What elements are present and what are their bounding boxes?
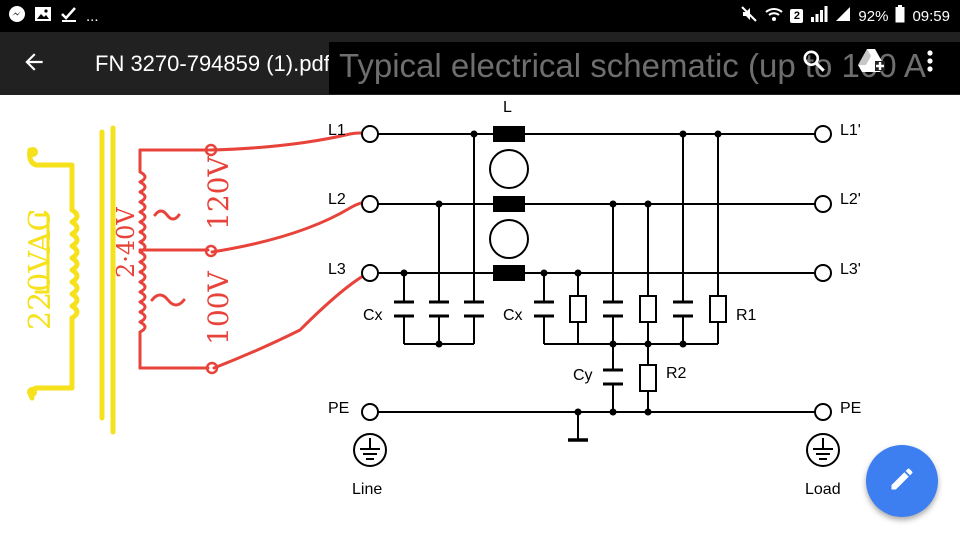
- search-button[interactable]: [794, 44, 834, 84]
- signal-icon-2: [835, 6, 851, 26]
- handwritten-120v-label: 120V: [202, 156, 235, 230]
- label-cx-right: Cx: [503, 307, 523, 324]
- pencil-icon: [888, 465, 916, 498]
- add-to-drive-button[interactable]: [852, 44, 892, 84]
- wifi-icon: [765, 5, 784, 27]
- more-notifications: ...: [86, 7, 99, 25]
- search-icon: [801, 48, 827, 79]
- arrow-left-icon: [21, 49, 47, 80]
- back-button[interactable]: [14, 44, 54, 84]
- app-bar-actions: [794, 32, 950, 95]
- overflow-menu-button[interactable]: [910, 44, 950, 84]
- document-heading-band: Typical electrical schematic (up to 100 …: [329, 42, 960, 94]
- label-inductor: L: [503, 99, 512, 116]
- signal-icon: [810, 6, 828, 26]
- pdf-page-viewport[interactable]: 220VAC 120V 100V 2·40V: [0, 95, 960, 540]
- status-bar: ... 2 92% 09:59: [0, 0, 960, 32]
- document-title: FN 3270-794859 (1).pdf: [95, 51, 330, 76]
- label-l3: L3: [328, 261, 346, 278]
- label-r1: R1: [736, 307, 757, 324]
- label-cx-left: Cx: [363, 307, 383, 324]
- schematic-drawing: 220VAC 120V 100V 2·40V: [23, 99, 861, 498]
- label-pe-left: PE: [328, 400, 349, 417]
- battery-percent: 92%: [858, 7, 889, 25]
- handwritten-primary-label: 220VAC: [23, 208, 58, 330]
- label-r2: R2: [666, 365, 687, 382]
- label-l1-prime: L1': [840, 122, 861, 139]
- label-l3-prime: L3': [840, 261, 861, 278]
- label-line: Line: [352, 481, 382, 498]
- document-heading: Typical electrical schematic (up to 100 …: [339, 47, 926, 84]
- handwritten-annotations: 220VAC 120V 100V 2·40V: [23, 125, 372, 435]
- battery-icon: [895, 5, 905, 27]
- filter-schematic: [353, 125, 840, 467]
- handwritten-tap-label: 2·40V: [112, 207, 140, 278]
- task-done-icon: [60, 6, 78, 26]
- label-l1: L1: [328, 122, 346, 139]
- label-cy: Cy: [573, 367, 593, 384]
- mute-icon: [740, 5, 758, 27]
- label-load: Load: [805, 481, 841, 498]
- sim-slot-badge: 2: [790, 9, 804, 23]
- more-vert-icon: [926, 49, 934, 78]
- drive-add-icon: [857, 47, 887, 80]
- handwritten-100v-label: 100V: [202, 271, 235, 345]
- label-pe-right: PE: [840, 400, 861, 417]
- label-l2-prime: L2': [840, 191, 861, 208]
- schematic-labels: L L1 L2 L3 PE L1' L2' L3' PE Cx Cx Cy R1…: [328, 99, 861, 498]
- clock: 09:59: [912, 7, 950, 25]
- gallery-icon: [34, 6, 52, 26]
- edit-fab[interactable]: [866, 445, 938, 517]
- label-l2: L2: [328, 191, 346, 208]
- messenger-icon: [8, 5, 26, 27]
- schematic-junctions: [400, 126, 722, 416]
